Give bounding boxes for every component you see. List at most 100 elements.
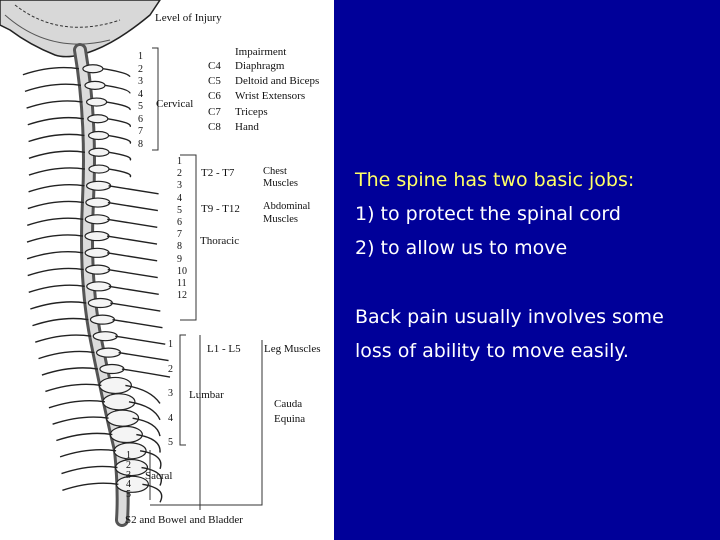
- nerve: [106, 235, 158, 245]
- rib-stroke: [28, 167, 86, 176]
- thoracic-number-4: 4: [177, 192, 182, 204]
- rib-stroke: [62, 482, 119, 491]
- sacral-number-1: 1: [126, 450, 131, 461]
- vertebra: [87, 297, 113, 309]
- nerve: [132, 417, 161, 437]
- cervical-impairment-c8: Hand: [235, 120, 259, 133]
- cervical-impairment-c6: Wrist Extensors: [235, 90, 306, 103]
- l1-l5-label: L1 - L5: [207, 343, 241, 355]
- rib-stroke: [28, 133, 85, 143]
- spine-illustration: [0, 0, 263, 527]
- rib-stroke: [24, 83, 82, 93]
- rib-stroke: [30, 301, 87, 310]
- nerve: [107, 118, 131, 128]
- vertebra: [84, 80, 106, 90]
- rib-stroke: [22, 66, 80, 76]
- sacral-number-5: 5: [126, 489, 131, 501]
- cervical-number-3: 3: [138, 76, 143, 87]
- job-move-line: 2) to allow us to move: [355, 237, 568, 259]
- rib-stroke: [27, 217, 84, 226]
- thoracic-number-1: 1: [177, 156, 182, 167]
- rib-stroke: [28, 150, 86, 159]
- rib-stroke: [27, 116, 84, 126]
- chest-muscles-label: Muscles: [263, 178, 298, 189]
- thoracic-number-11: 11: [177, 278, 187, 289]
- lumbar-number-5: 5: [168, 437, 173, 448]
- t9-t12-label: T9 - T12: [201, 203, 240, 215]
- vertebra: [92, 331, 118, 342]
- sacral-label: Sacral: [145, 470, 173, 482]
- t2-t7-label: T2 - T7: [201, 167, 235, 179]
- vertebra: [85, 97, 108, 107]
- vertebra: [88, 164, 110, 174]
- thoracic-number-5: 5: [177, 204, 182, 216]
- lumbar-number-3: 3: [168, 388, 173, 399]
- cauda-label: Cauda: [274, 398, 303, 410]
- nerve: [115, 335, 166, 345]
- nerve: [121, 368, 171, 378]
- rib-stroke: [32, 317, 89, 327]
- rib-stroke: [52, 416, 109, 425]
- rib-stroke: [38, 350, 95, 360]
- abdominal-label: Abdominal: [263, 201, 311, 212]
- nerve: [108, 185, 159, 195]
- rib-stroke: [26, 251, 84, 260]
- leg-muscles-label: Leg Muscles: [264, 343, 321, 355]
- spine-jobs-heading: The spine has two basic jobs:: [355, 169, 635, 191]
- nerve: [102, 68, 131, 78]
- nerve: [108, 285, 159, 296]
- cervical-level-c7: C7: [208, 105, 221, 118]
- thoracic-number-2: 2: [177, 168, 182, 180]
- vertebra: [85, 180, 112, 191]
- vertebra: [85, 197, 111, 208]
- nerve: [118, 351, 169, 362]
- cervical-level-c4: C4: [208, 60, 221, 72]
- rib-stroke: [61, 465, 118, 475]
- cervical-number-8: 8: [138, 138, 143, 150]
- rib-stroke: [27, 200, 84, 210]
- rib-stroke: [26, 234, 84, 243]
- lumbar-number-4: 4: [168, 412, 173, 424]
- lumbar-number-1: 1: [168, 339, 173, 350]
- thoracic-number-10: 10: [177, 265, 187, 277]
- equina-label: Equina: [274, 413, 306, 425]
- rib-stroke: [35, 334, 92, 343]
- back-pain-line-2: loss of ability to move easily.: [355, 340, 629, 362]
- nerve: [142, 483, 163, 503]
- vertebra: [82, 64, 104, 74]
- level-of-injury-title: Level of Injury: [155, 12, 222, 24]
- sacral-number-2: 2: [126, 459, 131, 471]
- cervical-number-5: 5: [138, 101, 143, 112]
- vertebra: [95, 347, 122, 358]
- lumbar-label: Lumbar: [189, 389, 224, 401]
- nerve: [107, 268, 158, 279]
- cervical-number-2: 2: [138, 63, 143, 75]
- vertebra: [89, 314, 116, 325]
- lumbar-number-2: 2: [168, 363, 173, 375]
- cervical-number-4: 4: [138, 88, 143, 100]
- cervical-number-7: 7: [138, 126, 143, 137]
- nerve: [104, 84, 131, 94]
- sacral-number-4: 4: [126, 479, 131, 491]
- nerve: [139, 450, 162, 470]
- cervical-impairment-c4: Diaphragm: [235, 60, 285, 72]
- rib-stroke: [27, 267, 84, 277]
- rib-stroke: [59, 449, 117, 458]
- nerve: [108, 168, 132, 178]
- s2-bowel-bladder-label: S2 and Bowel and Bladder: [125, 514, 243, 526]
- cervical-label: Cervical: [156, 98, 194, 110]
- thoracic-number-8: 8: [177, 241, 182, 253]
- cervical-number-6: 6: [138, 113, 143, 125]
- rib-stroke: [28, 284, 85, 293]
- vertebra: [87, 114, 109, 124]
- thoracic-number-3: 3: [177, 180, 182, 192]
- job-protect-line: 1) to protect the spinal cord: [355, 203, 621, 225]
- vertebra: [84, 230, 110, 242]
- nerve: [107, 218, 158, 228]
- rib-stroke: [26, 100, 83, 109]
- nerve: [108, 151, 132, 161]
- rib-stroke: [41, 367, 99, 376]
- nerve: [107, 201, 158, 212]
- vertebra: [87, 130, 110, 141]
